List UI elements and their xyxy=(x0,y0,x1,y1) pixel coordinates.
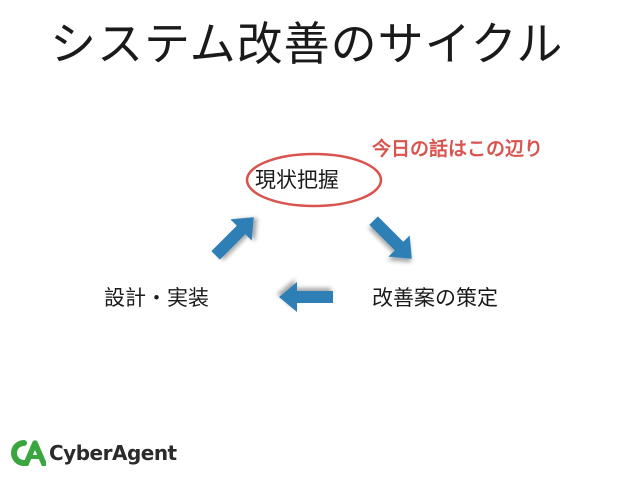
arrow-to-top-icon xyxy=(211,217,254,260)
highlight-ellipse xyxy=(245,152,383,208)
arrow-to-left-icon xyxy=(279,282,333,312)
cycle-node-improvement-plan: 改善案の策定 xyxy=(372,286,498,310)
cyberagent-logo: CyberAgent xyxy=(10,440,177,466)
slide-title: システム改善のサイクル xyxy=(50,17,564,71)
highlight-note: 今日の話はこの辺り xyxy=(372,138,544,160)
cyberagent-mark-icon xyxy=(11,440,46,466)
arrow-to-right-icon xyxy=(369,216,412,259)
cycle-node-design-implementation: 設計・実装 xyxy=(104,286,209,310)
logo-wordmark: CyberAgent xyxy=(49,441,177,465)
cycle-node-current-state: 現状把握 xyxy=(255,168,339,192)
